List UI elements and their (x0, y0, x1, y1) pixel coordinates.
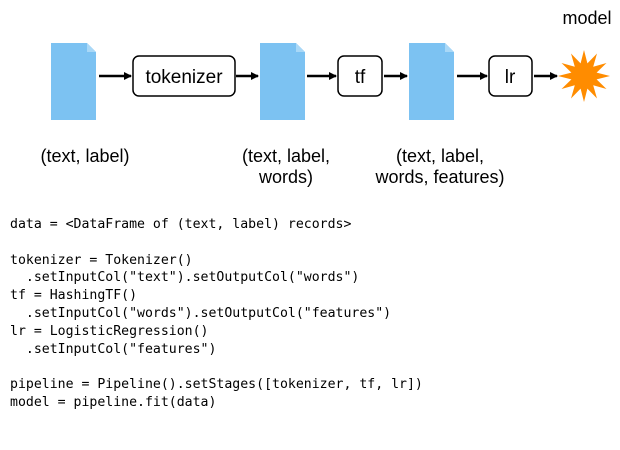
caption-line: words) (258, 167, 313, 187)
document-fold (445, 43, 454, 52)
stage-box-lr (488, 55, 533, 97)
stage-label-lr: lr (505, 67, 516, 88)
document-icon (51, 43, 96, 120)
caption-line: words, features) (375, 167, 505, 187)
stage-label-tokenizer: tokenizer (145, 67, 223, 88)
code-line: .setInputCol("features") (10, 341, 217, 357)
document-fold (87, 43, 96, 52)
code-line: .setInputCol("words").setOutputCol("feat… (10, 305, 392, 321)
document-icon (409, 43, 454, 120)
code-line (10, 234, 423, 252)
code-line: tokenizer = Tokenizer() (10, 252, 193, 268)
stage-label-tf: tf (355, 67, 366, 88)
code-line: .setInputCol("text").setOutputCol("words… (10, 270, 360, 286)
code-line: tf = HashingTF() (10, 288, 138, 304)
caption-line: (text, label, (241, 146, 331, 166)
model-label: model (562, 8, 611, 28)
code-line: lr = LogisticRegression() (10, 323, 209, 339)
document-icon (260, 43, 305, 120)
code-line (10, 358, 423, 376)
code-block: data = <DataFrame of (text, label) recor… (10, 216, 423, 412)
code-line: pipeline = Pipeline().setStages([tokeniz… (10, 377, 423, 393)
caption-text-label-words: (text, label, words) (228, 146, 344, 188)
caption-text-label-words-features: (text, label, words, features) (360, 146, 520, 188)
pipeline-diagram: model tokenizer tf lr (51, 8, 612, 120)
stage-box-tf (337, 55, 383, 97)
code-line: data = <DataFrame of (text, label) recor… (10, 217, 352, 232)
code-line: model = pipeline.fit(data) (10, 394, 217, 410)
caption-text-label: (text, label) (30, 146, 140, 167)
document-fold (296, 43, 305, 52)
stage-box-tokenizer (132, 55, 236, 97)
caption-line: (text, label, (395, 146, 485, 166)
burst-icon (558, 50, 610, 102)
caption-line: (text, label) (40, 146, 130, 166)
